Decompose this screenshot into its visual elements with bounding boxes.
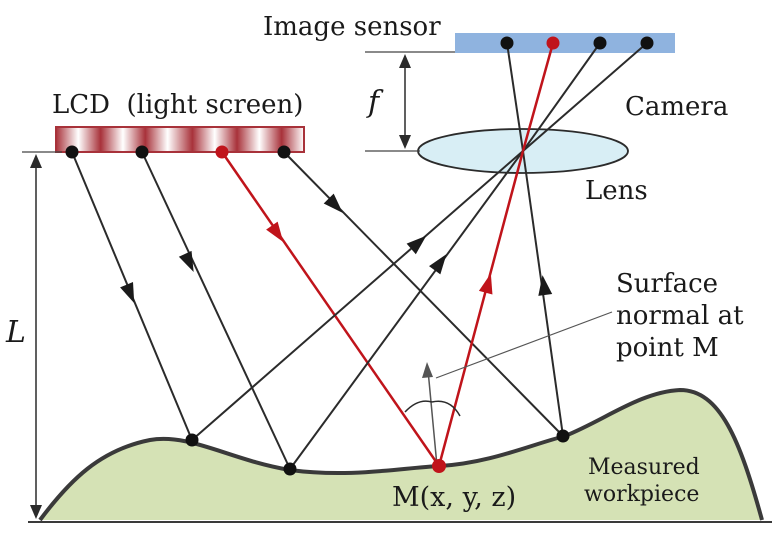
lcd-point-red xyxy=(215,145,229,159)
incident-ray-4 xyxy=(283,151,564,437)
sensor-point-1 xyxy=(500,36,514,50)
sensor-ray-1 xyxy=(522,42,648,152)
sensor-ray-2 xyxy=(522,42,601,152)
ray-arrow-1 xyxy=(120,282,135,304)
sensor-ray-4 xyxy=(506,42,524,152)
surface-point-4 xyxy=(556,429,570,443)
surface-normal-line xyxy=(427,369,438,467)
ray-arrow-refl-4 xyxy=(538,275,553,296)
surface-normal-label-line-1: Surface xyxy=(616,269,718,299)
ray-arrow-4 xyxy=(323,193,343,213)
distance-label: L xyxy=(5,315,26,350)
focal-arrowhead-bottom xyxy=(399,135,411,149)
lcd-point-1 xyxy=(65,145,79,159)
surface-normal-label-line-3: point M xyxy=(616,333,719,363)
sensor-point-red xyxy=(546,36,560,50)
distance-arrowhead-top xyxy=(30,154,42,168)
ray-arrow-refl-2 xyxy=(429,254,447,275)
surface-point-m xyxy=(432,459,446,473)
lcd-screen xyxy=(55,126,305,153)
sensor-point-3 xyxy=(593,36,607,50)
incident-ray-red xyxy=(220,151,441,467)
sensor-ray-red xyxy=(521,42,555,152)
workpiece-surface xyxy=(40,390,762,520)
ray-arrow-red-up xyxy=(478,273,493,295)
angle-arc-right xyxy=(431,400,461,417)
ray-arrow-red-down xyxy=(266,221,284,243)
lcd-point-2 xyxy=(135,145,149,159)
reflected-ray-1 xyxy=(191,150,524,441)
surface-point-1 xyxy=(185,433,199,447)
lcd-label: LCD (light screen) xyxy=(52,90,303,120)
focal-length-label: f xyxy=(366,85,384,120)
normal-label-pointer xyxy=(435,311,613,379)
point-m-label: M(x, y, z) xyxy=(392,482,516,513)
reflected-ray-red xyxy=(437,150,525,467)
workpiece-label-line-2: workpiece xyxy=(584,482,699,507)
angle-arc-left xyxy=(404,400,433,413)
lcd-point-4 xyxy=(277,145,291,159)
distance-arrowhead-bottom xyxy=(30,505,42,519)
lens-label: Lens xyxy=(585,176,648,206)
image-sensor-label: Image sensor xyxy=(263,12,441,42)
incident-ray-2 xyxy=(141,151,291,470)
focal-arrowhead-top xyxy=(399,54,411,68)
camera-label: Camera xyxy=(625,92,728,122)
workpiece-label-line-1: Measured xyxy=(588,455,700,480)
surface-point-2 xyxy=(283,462,297,476)
ray-arrow-refl-1 xyxy=(406,235,427,255)
ray-arrow-2 xyxy=(178,250,194,272)
surface-normal-label-line-2: normal at xyxy=(616,301,744,331)
surface-normal-arrowhead xyxy=(422,362,433,378)
reflected-ray-2 xyxy=(289,150,524,470)
sensor-point-4 xyxy=(640,36,654,50)
